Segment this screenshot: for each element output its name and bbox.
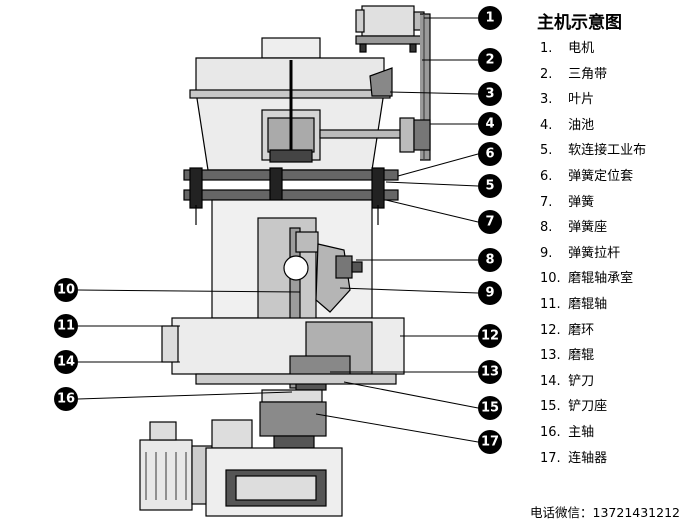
legend-item: 10. 磨辊轴承室	[540, 271, 634, 287]
legend-item: 9. 弹簧拉杆	[540, 245, 621, 261]
callout-3: 3	[478, 82, 502, 106]
svg-text:2: 2	[485, 53, 494, 68]
contact-number: 13721431212	[592, 505, 680, 520]
legend-item: 5. 软连接工业布	[540, 143, 647, 159]
svg-text:13: 13	[481, 365, 499, 380]
parts-legend: 1. 电机 2. 三角带 3. 叶片 4. 油池 5. 软连接工业布 6. 弹簧…	[540, 36, 646, 471]
legend-item: 6. 弹簧定位套	[540, 168, 634, 184]
svg-text:14: 14	[57, 355, 75, 370]
legend-item: 7. 弹簧	[540, 194, 595, 210]
legend-item: 16. 主轴	[540, 424, 595, 440]
contact-label: 电话微信：	[530, 505, 593, 520]
legend-item: 11. 磨辊轴	[540, 296, 608, 312]
svg-text:15: 15	[481, 401, 499, 416]
callout-11: 11	[54, 314, 78, 338]
svg-text:4: 4	[485, 117, 494, 132]
svg-text:8: 8	[485, 253, 494, 268]
svg-text:11: 11	[57, 319, 75, 334]
svg-text:9: 9	[485, 286, 494, 301]
svg-text:12: 12	[481, 329, 499, 344]
legend-item: 3. 叶片	[540, 92, 595, 108]
callout-17: 17	[478, 430, 502, 454]
legend-item: 8. 弹簧座	[540, 220, 608, 236]
callout-12: 12	[478, 324, 502, 348]
callout-14: 14	[54, 350, 78, 374]
callout-7: 7	[478, 210, 502, 234]
callout-10: 10	[54, 278, 78, 302]
svg-text:5: 5	[485, 179, 494, 194]
machine-illustration	[139, 5, 431, 517]
callout-6: 6	[478, 142, 502, 166]
legend-item: 12. 磨环	[540, 322, 595, 338]
callout-4: 4	[478, 112, 502, 136]
contact-info: 电话微信：13721431212	[530, 502, 680, 521]
svg-text:16: 16	[57, 392, 75, 407]
svg-text:3: 3	[485, 87, 494, 102]
svg-text:17: 17	[481, 435, 499, 450]
callout-5: 5	[478, 174, 502, 198]
svg-text:7: 7	[485, 215, 494, 230]
legend-item: 15. 铲刀座	[540, 399, 608, 415]
legend-title: 主机示意图	[537, 13, 622, 33]
leader-lines	[77, 17, 479, 443]
svg-text:10: 10	[57, 283, 75, 298]
callout-15: 15	[478, 396, 502, 420]
legend-item: 4. 油池	[540, 117, 595, 133]
callout-1: 1	[478, 6, 502, 30]
callout-13: 13	[478, 360, 502, 384]
callout-16: 16	[54, 387, 78, 411]
callout-markers: 1 2 3 4 6 5 7 8 9 10 11 12 14 13 16 15 1…	[54, 6, 502, 454]
legend-item: 17. 连轴器	[540, 450, 608, 466]
callout-2: 2	[478, 48, 502, 72]
callout-8: 8	[478, 248, 502, 272]
legend-item: 2. 三角带	[540, 66, 608, 82]
svg-text:1: 1	[485, 11, 494, 26]
legend-item: 1. 电机	[540, 41, 595, 56]
legend-item: 14. 铲刀	[540, 373, 595, 389]
callout-9: 9	[478, 281, 502, 305]
legend-item: 13. 磨辊	[540, 348, 595, 364]
svg-text:6: 6	[485, 147, 494, 162]
